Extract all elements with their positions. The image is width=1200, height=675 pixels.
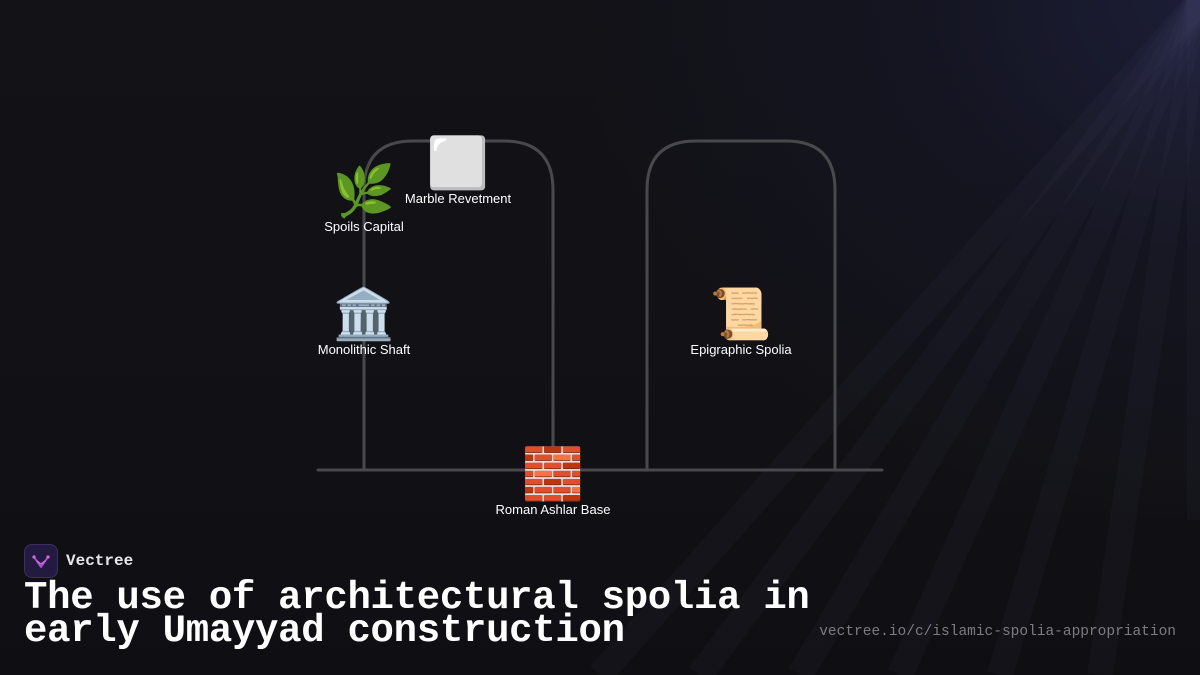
node-label: Spoils Capital bbox=[324, 219, 404, 234]
node-label: Marble Revetment bbox=[404, 191, 512, 206]
white-square-icon: ⬜ bbox=[426, 134, 490, 192]
node-roman-ashlar-base: 🧱 Roman Ashlar Base bbox=[463, 446, 643, 517]
page-title: The use of architectural spolia in early… bbox=[24, 576, 810, 653]
node-label: Monolithic Shaft bbox=[317, 342, 411, 357]
left-arch bbox=[362, 139, 555, 472]
node-epigraphic-spolia: 📜 Epigraphic Spolia bbox=[651, 286, 831, 357]
brand-name: Vectree bbox=[66, 552, 134, 570]
vectree-logo-icon bbox=[24, 544, 58, 578]
classical-building-icon: 🏛️ bbox=[332, 285, 396, 343]
scroll-icon: 📜 bbox=[709, 285, 773, 343]
node-label: Epigraphic Spolia bbox=[690, 342, 792, 357]
brand: Vectree bbox=[24, 544, 133, 578]
node-marble-revetment: ⬜ Marble Revetment bbox=[368, 135, 548, 206]
source-url: vectree.io/c/islamic-spolia-appropriatio… bbox=[819, 624, 1176, 640]
brick-icon: 🧱 bbox=[521, 445, 585, 503]
right-arch bbox=[645, 139, 837, 472]
node-label: Roman Ashlar Base bbox=[495, 502, 611, 517]
spolia-diagram: 🌿 Spoils Capital ⬜ Marble Revetment 🏛️ M… bbox=[274, 135, 884, 517]
node-spoils-capital: 🌿 Spoils Capital bbox=[274, 163, 454, 234]
herb-icon: 🌿 bbox=[332, 162, 396, 220]
node-monolithic-shaft: 🏛️ Monolithic Shaft bbox=[274, 286, 454, 357]
arch-lines bbox=[316, 139, 884, 472]
